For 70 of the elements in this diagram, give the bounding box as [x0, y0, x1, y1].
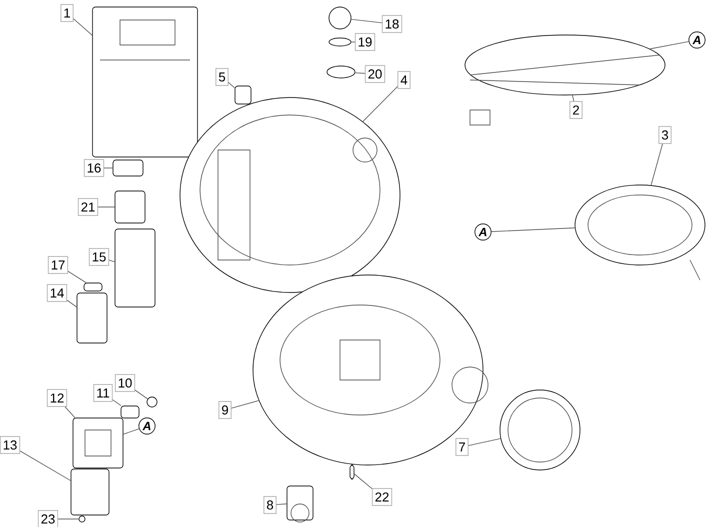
bracket-drawing	[114, 228, 156, 308]
callout-number: 5	[216, 68, 228, 86]
leader-line	[98, 206, 115, 208]
leader-line	[650, 41, 690, 50]
leader-line	[68, 270, 86, 283]
callout-number: 8	[264, 496, 276, 514]
clip-drawing	[84, 282, 102, 292]
o-ring-drawing	[328, 38, 352, 46]
leader-line	[231, 400, 260, 409]
cap-drawing	[328, 6, 352, 30]
connector-letter: A	[688, 32, 706, 48]
screw-drawing	[350, 464, 354, 480]
connector-letter: A	[474, 224, 492, 240]
leader-line	[362, 86, 398, 122]
callout-number: 2	[570, 101, 582, 119]
callout-number: 18	[382, 15, 402, 33]
cable-harness-drawing	[464, 34, 666, 126]
leader-line	[650, 144, 663, 186]
circuit-board-drawing	[76, 292, 108, 344]
callout-number: 10	[114, 374, 136, 392]
leader-line	[276, 504, 287, 505]
holder-drawing	[114, 190, 146, 224]
caster-drawing	[286, 486, 314, 522]
callout-number: 22	[372, 488, 392, 506]
callout-number: 7	[456, 438, 468, 456]
switch-drawing	[234, 86, 252, 104]
leader-line	[73, 18, 92, 36]
callout-number: 15	[88, 248, 110, 266]
frame-drawing	[72, 418, 124, 468]
callout-number: 17	[48, 256, 68, 274]
callout-number: 4	[398, 71, 410, 89]
callout-number: 3	[658, 126, 672, 144]
cover-drawing	[92, 6, 198, 158]
leader-line	[491, 228, 576, 232]
leader-line	[354, 474, 372, 489]
ring-drawing	[326, 66, 356, 78]
leader-line	[228, 82, 235, 88]
leader-line	[108, 260, 115, 262]
leader-line	[123, 428, 140, 435]
leader-line	[354, 72, 366, 74]
screw-drawing	[78, 516, 86, 522]
housing-drawing	[180, 97, 400, 293]
connector-letter: A	[138, 418, 156, 434]
callout-number: 20	[364, 65, 386, 83]
knob-drawing	[146, 396, 158, 408]
callout-number: 9	[218, 401, 232, 419]
leader-line	[58, 518, 79, 520]
bushing-drawing	[120, 406, 140, 418]
leader-line	[64, 406, 76, 418]
callout-number: 1	[60, 4, 74, 22]
leader-line	[66, 300, 77, 308]
leader-line	[350, 18, 382, 24]
leader-line	[20, 450, 71, 481]
callout-number: 14	[46, 284, 68, 302]
callout-number: 19	[354, 33, 376, 51]
callout-number: 21	[78, 198, 98, 216]
callout-number: 16	[84, 159, 104, 177]
leader-line	[468, 438, 501, 446]
callout-number: 12	[46, 389, 68, 407]
callout-number: 23	[38, 510, 58, 527]
leader-line	[112, 399, 122, 406]
callout-number: 13	[0, 436, 20, 454]
leader-line	[572, 94, 574, 102]
leader-line	[134, 390, 148, 400]
base-drawing	[252, 274, 488, 466]
callout-number: 11	[93, 384, 113, 402]
cover-plate-drawing	[70, 468, 110, 516]
wheel-drawing	[500, 390, 580, 470]
power-cord-drawing	[574, 184, 706, 280]
socket-drawing	[112, 160, 144, 176]
